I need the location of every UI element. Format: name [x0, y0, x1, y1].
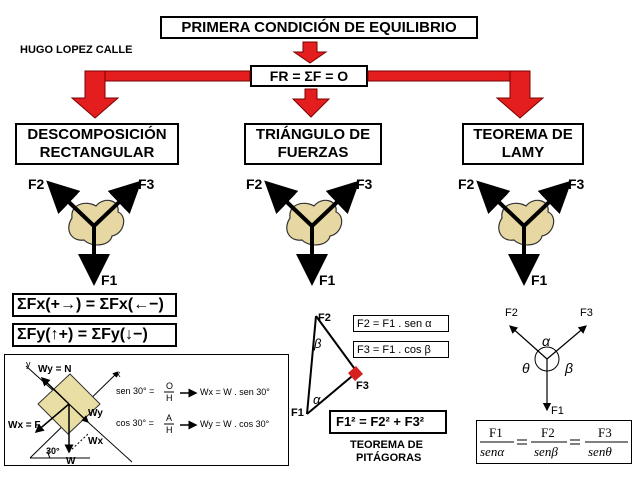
method-box-rectangular: DESCOMPOSICIÓN RECTANGULAR — [15, 123, 179, 165]
lamy-f2: F2 — [505, 307, 518, 319]
sum-y-equation: ΣFy(↑+) = ΣFy(↓−) — [12, 323, 177, 347]
cos-result: Wy = W . cos 30° — [200, 419, 270, 429]
f2-label: F2 — [458, 176, 475, 192]
lamy-num-2: F2 — [541, 425, 555, 440]
left-down-arrow — [70, 70, 120, 119]
sin-relation: sen 30° = — [116, 386, 155, 396]
lamy-num-3: F3 — [598, 425, 612, 440]
method-box-lamy: TEOREMA DE LAMY — [462, 123, 584, 165]
lamy-beta: β — [565, 360, 573, 376]
w-label: W — [66, 456, 76, 467]
method-title-line1: TRIÁNGULO DE — [255, 126, 371, 143]
wy-label: Wy — [88, 408, 103, 419]
lamy-theta: θ — [522, 360, 530, 376]
eq-f3-box: F3 = F1 . cos β — [353, 341, 449, 358]
pythagoras-text: F1² = F2² + F3² — [336, 414, 425, 429]
eq-f3-text: F3 = F1 . cos β — [357, 343, 431, 356]
right-angle-marker — [348, 366, 363, 381]
method-box-triangle: TRIÁNGULO DE FUERZAS — [244, 123, 382, 165]
page-title: PRIMERA CONDICIÓN DE EQUILIBRIO — [160, 16, 478, 39]
tri-beta: β — [314, 336, 322, 351]
center-down-arrow — [291, 88, 331, 118]
f2-label: F2 — [28, 176, 45, 192]
sin-frac-top: O — [166, 381, 174, 391]
lamy-f1: F1 — [551, 405, 564, 417]
angle-label: 30° — [46, 446, 60, 456]
lamy-den-3: senθ — [588, 444, 612, 459]
page-title-text: PRIMERA CONDICIÓN DE EQUILIBRIO — [181, 19, 457, 36]
main-equation-box: FR = ΣF = O — [250, 65, 368, 87]
author-name: HUGO LOPEZ CALLE — [20, 44, 133, 56]
cos-frac-top: A — [166, 413, 173, 423]
wx-label: Wx — [88, 436, 103, 447]
tri-f1-label: F1 — [291, 407, 304, 419]
sin-result: Wx = W . sen 30° — [200, 387, 270, 397]
pythagoras-caption-1: TEOREMA DE — [350, 439, 423, 451]
f3-label: F3 — [138, 176, 155, 192]
cos-frac-bottom: H — [166, 425, 173, 435]
f1-label: F1 — [531, 272, 548, 288]
right-down-arrow — [495, 70, 545, 119]
f2-label: F2 — [246, 176, 263, 192]
sum-x-equation: ΣFx(+→) = ΣFx(←−) — [12, 293, 177, 317]
main-equation: FR = ΣF = O — [269, 68, 349, 84]
cos-relation: cos 30° = — [116, 418, 154, 428]
f1-label: F1 — [101, 272, 118, 288]
eq-f2-text: F2 = F1 . sen α — [357, 317, 432, 330]
axis-x-label: x — [116, 369, 121, 379]
pythagoras-caption-2: PITÁGORAS — [356, 452, 422, 464]
incline-panel — [4, 354, 289, 466]
method-title-line2: LAMY — [501, 144, 545, 161]
sum-x-text: ΣFx(+→) = ΣFx(←−) — [17, 296, 164, 313]
tri-f2-label: F2 — [318, 312, 331, 324]
force-diagram-2 — [264, 180, 360, 286]
method-title-line1: TEOREMA DE — [473, 126, 573, 143]
force-diagram-3 — [476, 180, 572, 286]
sum-y-text: ΣFy(↑+) = ΣFy(↓−) — [17, 326, 148, 343]
axis-y-label: y — [26, 359, 31, 369]
method-title-line1: DESCOMPOSICIÓN — [27, 126, 167, 143]
eq-f2-box: F2 = F1 . sen α — [353, 315, 449, 332]
tri-alpha: α — [313, 392, 321, 407]
f1-label: F1 — [319, 272, 336, 288]
title-down-arrow — [292, 41, 328, 64]
wx-f-label: Wx = F — [8, 420, 41, 431]
lamy-f3: F3 — [580, 307, 593, 319]
lamy-num-1: F1 — [489, 425, 503, 440]
lamy-den-2: senβ — [534, 444, 558, 459]
sin-frac-bottom: H — [166, 393, 173, 403]
f3-label: F3 — [356, 176, 373, 192]
lamy-alpha: α — [542, 333, 550, 349]
force-diagram-1 — [46, 180, 142, 286]
f3-label: F3 — [568, 176, 585, 192]
pythagoras-box: F1² = F2² + F3² — [329, 410, 447, 434]
wy-n-label: Wy = N — [38, 364, 72, 375]
tri-f3-label: F3 — [356, 380, 369, 392]
method-title-line2: FUERZAS — [277, 144, 349, 161]
method-title-line2: RECTANGULAR — [39, 144, 155, 161]
lamy-den-1: senα — [480, 444, 505, 459]
